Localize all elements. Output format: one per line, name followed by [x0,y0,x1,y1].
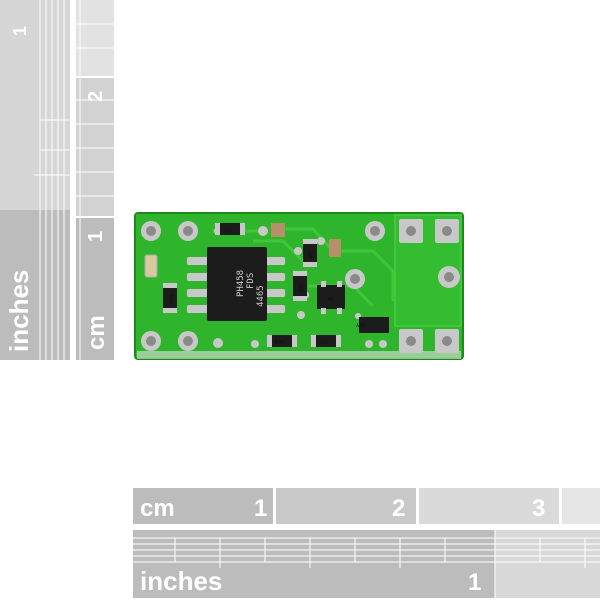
square-pad-bottom-2 [435,329,459,353]
header-hole-bottom-left-1 [141,331,161,351]
resistor-bottom-left-label: E4H [275,340,284,346]
header-hole-bottom-left-2 [178,331,198,351]
horizontal-cm-label: cm [140,495,175,522]
resistor-bottom-right: 104 [311,335,341,347]
vertical-inch-number-2: 1 [85,231,107,242]
square-pad-top-2 [435,219,459,243]
header-hole-top-left-1 [141,221,161,241]
resistor-left: 10R [163,283,177,313]
small-ic: VOY [356,317,389,333]
main-ic-chip: PH458 FDS 4465 [187,247,285,321]
main-ic-marking-3: 4465 [256,285,266,307]
horizontal-inch-number-1: 1 [468,569,481,596]
resistor-right-top: 472 [303,239,317,267]
resistor-mid: 101 [293,271,307,301]
center-via [345,269,365,289]
vertical-inch-number-1: 1 [10,26,30,36]
main-ic-marking-2: FDS [246,273,256,289]
vertical-cm-number-2: 2 [85,91,107,102]
transistor: 46 [317,281,345,314]
horizontal-ruler: cm 1 2 3 inches 1 [133,488,600,598]
resistor-bottom-left: E4H [267,335,297,347]
transistor-label: 46 [327,297,333,303]
resistor-right-top-label: 472 [309,250,315,259]
small-ic-label: VOY [356,321,365,327]
horizontal-cm-number-3: 3 [532,495,545,522]
resistor-left-label: 10R [169,294,175,304]
right-side-hole [438,266,460,288]
header-hole-top-mid [365,221,385,241]
horizontal-cm-number-2: 2 [392,495,405,522]
header-hole-top-left-2 [178,221,198,241]
square-pad-bottom-1 [399,329,423,353]
resistor-bottom-right-label: 104 [319,340,328,346]
capacitor-top [271,223,285,237]
resistor-mid-label: 101 [299,283,305,292]
square-pad-top-1 [399,219,423,243]
resistor-top-label: 104 [223,228,232,234]
led [144,254,158,278]
capacitor-mid [329,239,341,257]
resistor-top: 104 [215,223,245,235]
vertical-inch-label: inches [4,270,34,352]
main-ic-marking-1: PH458 [236,270,246,297]
pcb-board: PH458 FDS 4465 104 10R 101 472 E4H 104 [134,212,464,360]
vertical-cm-label: cm [83,315,110,350]
vertical-ruler: 1 inches 2 1 cm [0,0,114,360]
horizontal-inch-label: inches [140,566,222,596]
horizontal-cm-number-1: 1 [254,495,267,522]
